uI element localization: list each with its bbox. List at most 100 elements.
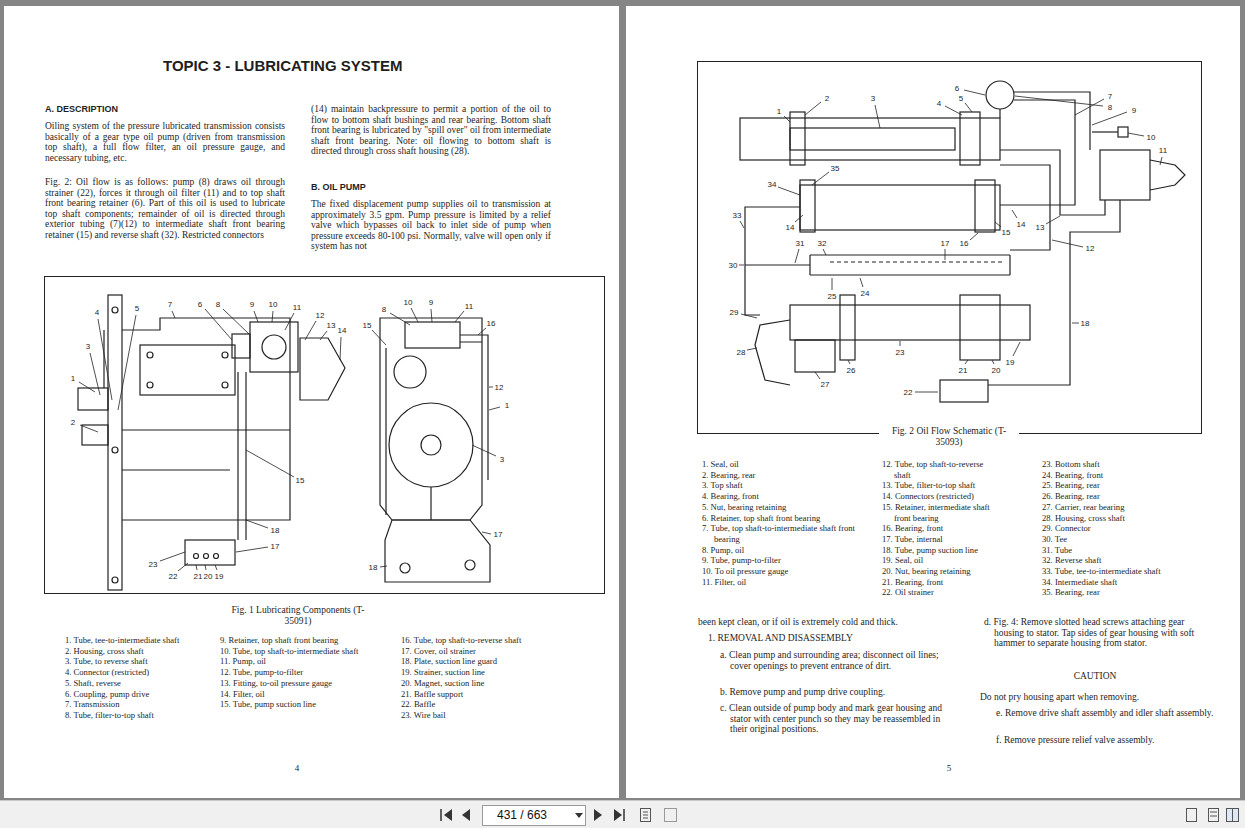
parts-list-entry: 26. Bearing, rear	[1042, 491, 1202, 502]
lubricating-components-drawing-part	[400, 563, 410, 573]
page-counter: 431 / 663	[497, 808, 547, 822]
callout-number: 17	[941, 239, 950, 248]
lubricating-components-drawing-part	[122, 318, 290, 520]
callout-number: 14	[338, 326, 347, 335]
callout-number: 27	[821, 380, 830, 389]
lubricating-components-drawing-part	[421, 435, 441, 455]
callout-number: 2	[825, 94, 829, 103]
body-text: c. Clean outside of pump body and mark g…	[720, 703, 945, 735]
lubricating-components-drawing-part	[82, 425, 108, 445]
oil-flow-schematic-drawing-part	[986, 81, 1014, 109]
body-text: f. Remove pressure relief valve assembly…	[996, 735, 1216, 746]
parts-list: 16. Tube, top shaft-to-reverse shaft17. …	[401, 635, 526, 721]
callout-number: 35	[831, 164, 840, 173]
page-number: 4	[295, 763, 300, 773]
lubricating-components-drawing-part	[430, 487, 431, 520]
parts-list-entry: 13. Tube, filter-to-top shaft	[882, 480, 1002, 491]
caution-heading: CAUTION	[984, 671, 1206, 682]
parts-list-entry: 22. Baffle	[401, 699, 526, 710]
parts-list-entry: 18. Plate, suction line guard	[401, 656, 526, 667]
callout-number: 3	[871, 94, 875, 103]
lubricating-components-drawing-part	[380, 318, 482, 520]
parts-list-entry: 13. Fitting, to-oil pressure gauge	[220, 678, 375, 689]
parts-list-entry: 10. To oil pressure gauge	[702, 566, 867, 577]
callout-number: 18	[369, 563, 378, 572]
lubricating-components-drawing-part	[140, 345, 235, 395]
viewer-ground-part	[0, 800, 1245, 801]
figure-frame	[45, 62, 1202, 594]
lubricating-components-drawing-part	[389, 403, 473, 487]
callout-number: 11	[1159, 146, 1167, 155]
lubricating-components-drawing	[78, 295, 490, 590]
callout-number: 8	[216, 300, 220, 309]
viewer-toolbar-icons-part	[1227, 809, 1239, 822]
parts-list: 12. Tube, top shaft-to-reverse shaft13. …	[882, 459, 1002, 598]
parts-list-entry: 1. Seal, oil	[702, 459, 867, 470]
lubricating-components-drawing-part	[465, 560, 475, 570]
parts-list-entry: 12. Tube, top shaft-to-reverse shaft	[882, 459, 1002, 480]
parts-list-entry: 1. Tube, tee-to-intermediate shaft	[65, 635, 205, 646]
parts-list-entry: 15. Tube, pump suction line	[220, 699, 375, 710]
parts-list-entry: 17. Tube, internal	[882, 534, 1002, 545]
callout-number: 6	[198, 300, 202, 309]
oil-flow-schematic-drawing-part	[800, 185, 1000, 230]
callout-number: 12	[316, 311, 325, 320]
parts-list-entry: 23. Bottom shaft	[1042, 459, 1202, 470]
viewer-toolbar-icons-part	[575, 813, 583, 818]
callout-number: 15	[1002, 228, 1011, 237]
callout-number: 17	[271, 542, 280, 551]
viewer-toolbar-icons-part	[444, 809, 452, 821]
lubricating-components-drawing-part	[222, 382, 228, 388]
viewer-ground-part	[4, 6, 619, 798]
viewer-ground-part	[626, 6, 1240, 798]
lubricating-components-drawing-part	[103, 330, 104, 388]
parts-list-entry: 2. Bearing, rear	[702, 470, 867, 481]
lubricating-components-drawing-part	[112, 447, 118, 453]
oil-flow-schematic-drawing-part	[1150, 160, 1185, 190]
leader-line-part	[739, 90, 1162, 392]
callout-number: 9	[250, 300, 254, 309]
callout-number: 29	[730, 308, 739, 317]
callout-number: 25	[828, 292, 837, 301]
oil-flow-schematic-drawing-part	[810, 255, 1010, 275]
section-heading: A. DESCRIPTION	[45, 104, 285, 115]
lubricating-components-drawing-part	[214, 554, 219, 559]
parts-list-entry: 15. Retainer, intermediate shaft front b…	[882, 502, 1002, 523]
parts-list-entry: 4. Connector (restricted)	[65, 667, 205, 678]
body-text: d. Fig. 4: Remove slotted head screws at…	[984, 617, 1216, 649]
leader-line	[79, 90, 1162, 571]
callout-number: 18	[1081, 319, 1090, 328]
body-text: Fig. 2: Oil flow is as follows: pump (8)…	[45, 177, 285, 240]
parts-list-entry: 25. Bearing, rear	[1042, 480, 1202, 491]
callout-number: 16	[960, 239, 969, 248]
oil-flow-schematic-drawing-part	[830, 261, 1005, 262]
callout-number: 15	[296, 476, 305, 485]
lubricating-components-drawing-part	[405, 322, 460, 348]
viewer-ground	[0, 6, 1245, 828]
callout-number: 4	[95, 308, 99, 317]
oil-flow-schematic-drawing-part	[755, 320, 790, 385]
oil-flow-schematic-drawing-part	[960, 295, 1000, 360]
oil-flow-schematic-drawing-part	[940, 380, 988, 402]
parts-list-entry: 16. Tube, top shaft-to-reverse shaft	[401, 635, 526, 646]
lubricating-components-drawing-part	[112, 577, 118, 583]
viewer-toolbar-icons-part	[594, 809, 602, 821]
viewer-toolbar-icons-part	[483, 806, 586, 826]
parts-list-entry: 12. Tube, pump-to-filter	[220, 667, 375, 678]
callout-number: 5	[959, 94, 963, 103]
parts-list-entry: 8. Pump, oil	[702, 545, 867, 556]
oil-flow-schematic-drawing-part	[790, 112, 805, 165]
parts-list-entry: 9. Retainer, top shaft front bearing	[220, 635, 375, 646]
callout-number: 11	[465, 302, 473, 311]
lubricating-components-drawing-part	[238, 372, 246, 540]
callout-number: 7	[1108, 92, 1112, 101]
oil-flow-schematic-drawing-part	[1000, 150, 1105, 215]
oil-flow-schematic-drawing-part	[1092, 131, 1118, 132]
callout-number: 13	[1036, 223, 1045, 232]
viewer-toolbar-icons-part	[665, 809, 677, 822]
callout-number: 34	[768, 180, 777, 189]
oil-flow-schematic-drawing-part	[988, 200, 1120, 385]
lubricating-components-drawing-part	[112, 307, 118, 313]
parts-list-entry: 7. Transmission	[65, 699, 205, 710]
